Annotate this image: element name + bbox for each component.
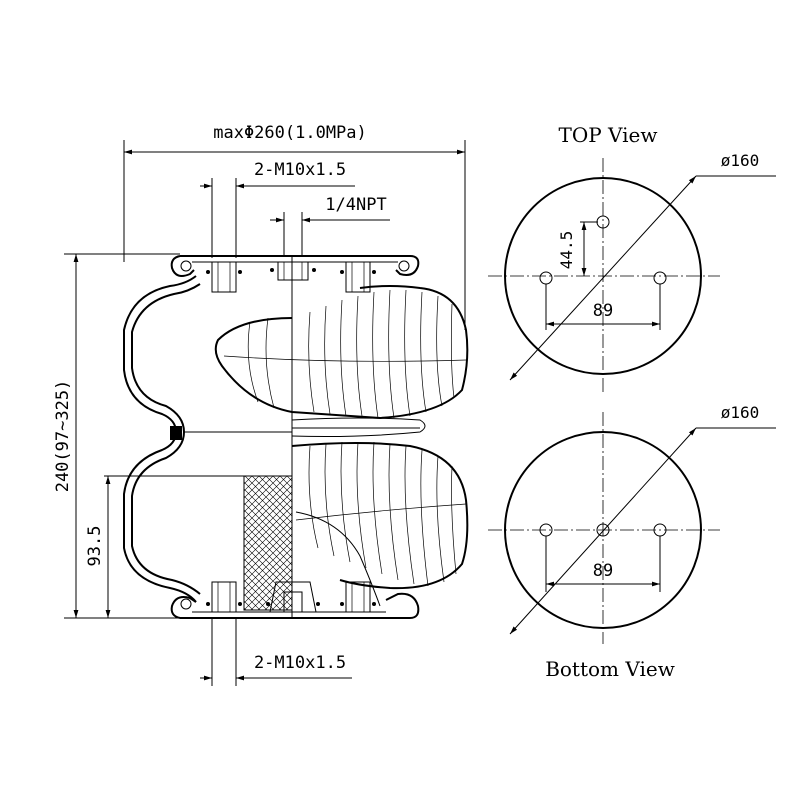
bottom-spacing-label: 89 bbox=[593, 561, 613, 581]
bottom-diameter-label: ø160 bbox=[721, 403, 760, 422]
height-dimension: 240(97∼325) bbox=[53, 253, 180, 619]
bottom-bolts-label: 2-M10x1.5 bbox=[254, 653, 346, 673]
max-diameter-dimension: maxΦ260(1.0MPa) bbox=[123, 123, 466, 330]
height-range-label: 240(97∼325) bbox=[53, 380, 73, 493]
bottom-bead-plate bbox=[170, 581, 420, 619]
top-bead-plate bbox=[170, 255, 420, 293]
lower-height-dimension: 93.5 bbox=[85, 476, 111, 618]
top-bolts-label: 2-M10x1.5 bbox=[254, 160, 346, 180]
bottom-bolts-dimension: 2-M10x1.5 bbox=[200, 618, 352, 686]
side-view: maxΦ260(1.0MPa) 2-M10x1.5 1/4NPT bbox=[53, 123, 469, 686]
air-inlet-label: 1/4NPT bbox=[325, 195, 386, 215]
bellows-exterior bbox=[214, 285, 469, 607]
bellows-section bbox=[123, 275, 292, 603]
bottom-view-title: Bottom View bbox=[545, 657, 675, 681]
top-bolts-dimension: 2-M10x1.5 bbox=[200, 160, 355, 258]
piston-section bbox=[243, 475, 293, 611]
top-diameter-label: ø160 bbox=[721, 151, 760, 170]
top-view: TOP View ø160 44.5 89 bbox=[488, 123, 776, 392]
top-spacing-label: 89 bbox=[593, 301, 613, 321]
air-inlet-dimension: 1/4NPT bbox=[270, 195, 390, 256]
top-view-title: TOP View bbox=[559, 123, 658, 147]
bottom-view: ø160 89 Bottom View bbox=[488, 403, 776, 681]
max-diameter-label: maxΦ260(1.0MPa) bbox=[213, 123, 367, 143]
top-offset-label: 44.5 bbox=[557, 231, 576, 270]
lower-height-label: 93.5 bbox=[85, 526, 105, 567]
